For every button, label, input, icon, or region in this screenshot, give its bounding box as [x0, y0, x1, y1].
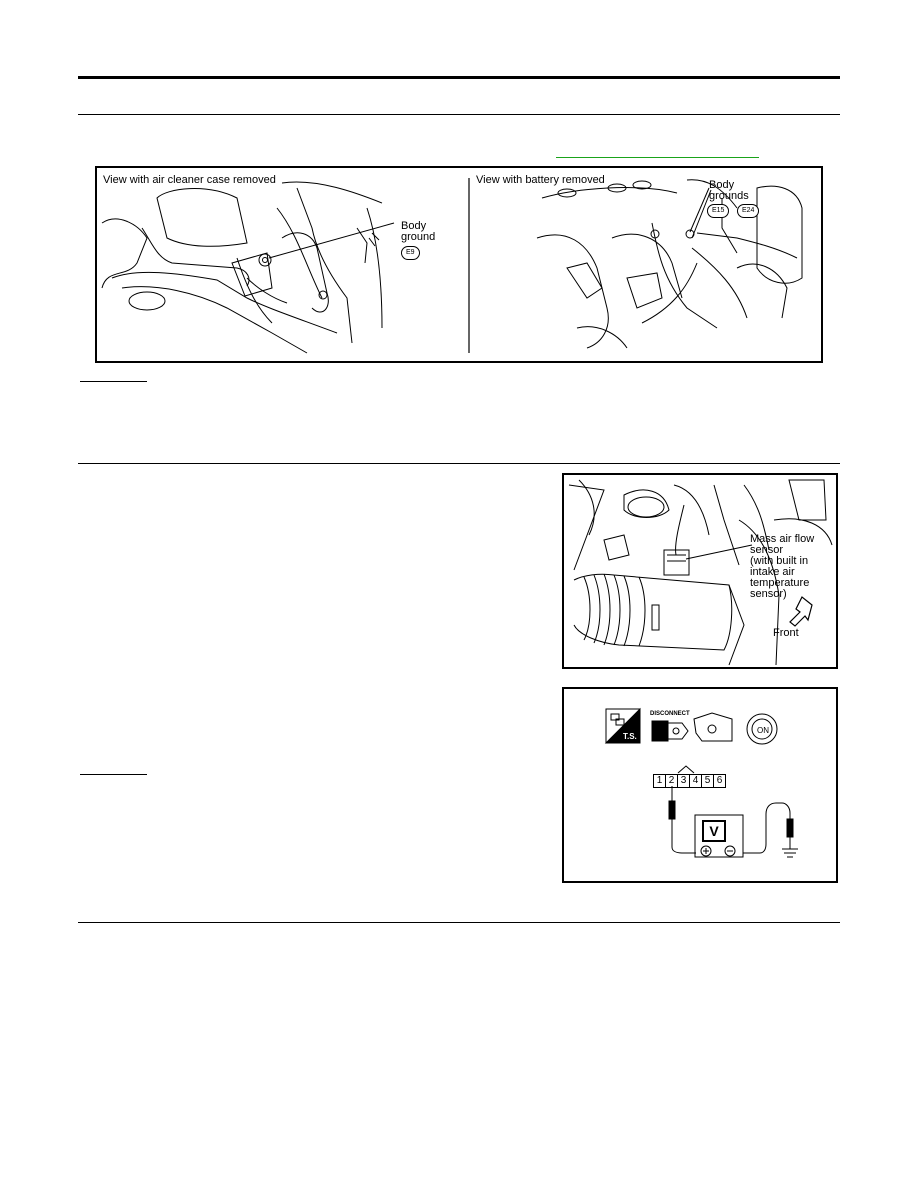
maf-sensor-label-line2: sensor: [750, 544, 784, 556]
engine-bay-illustration: [101, 178, 803, 354]
ignition-on-icon: ON: [757, 726, 769, 735]
section-divider-1: [78, 114, 840, 115]
connector-pins: 1 2 3 4 5 6: [653, 774, 726, 788]
body-ground-figure: View with air cleaner case removed Body …: [95, 166, 823, 363]
disconnect-icon: DISCONNECT: [650, 711, 690, 717]
right-body-grounds-label: Body: [709, 179, 735, 191]
maf-sensor-label-line4: intake air: [750, 566, 795, 578]
pin-6: 6: [713, 774, 726, 788]
mass-air-flow-sensor-figure: Mass air flow sensor (with built in inta…: [562, 473, 838, 669]
left-view-caption: View with air cleaner case removed: [103, 174, 276, 186]
right-view-caption: View with battery removed: [476, 174, 605, 186]
voltage-check-figure: T.S. DISCONNECT ON 1 2 3 4 5 6 V: [562, 687, 838, 883]
ok-marker-1: [80, 381, 147, 382]
section-divider-3: [78, 922, 840, 923]
reference-link[interactable]: [556, 157, 759, 158]
right-body-grounds-label-line2: grounds: [709, 190, 749, 202]
maf-sensor-label-line5: temperature: [750, 577, 810, 589]
intake-illustration: [568, 479, 833, 666]
section-divider-2: [78, 463, 840, 464]
maf-sensor-label-line3: (with built in: [750, 555, 809, 567]
ts-icon: T.S.: [623, 732, 637, 741]
left-body-ground-label: Body: [401, 220, 427, 232]
harness-circuit-illustration: [604, 707, 798, 858]
left-body-ground-label-line2: ground: [401, 231, 436, 243]
voltmeter-label: V: [702, 820, 726, 842]
header-rule: [78, 76, 840, 79]
maf-sensor-label-line1: Mass air flow: [750, 533, 815, 545]
ok-marker-2: [80, 774, 147, 775]
connector-badge-e24: E24: [737, 204, 760, 218]
maf-sensor-label-line6: sensor): [750, 588, 787, 600]
front-direction-label: Front: [773, 627, 799, 639]
connector-badge-e15: E15: [707, 204, 730, 218]
connector-badge-e9: E9: [401, 246, 420, 260]
